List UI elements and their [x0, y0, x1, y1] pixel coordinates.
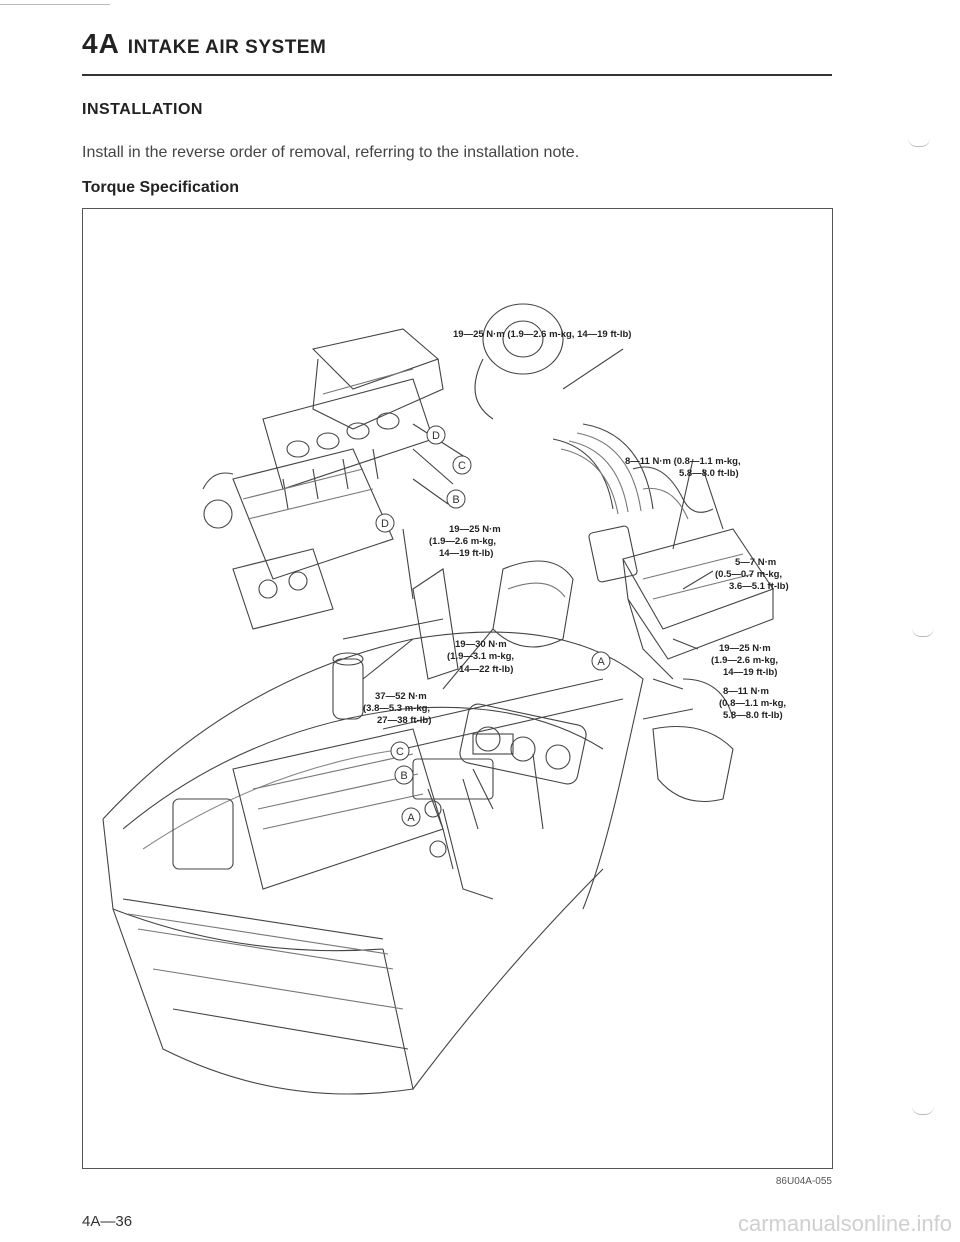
chapter-title: INTAKE AIR SYSTEM	[127, 37, 327, 58]
torque-callout-resonator: 8—11 N·m	[723, 686, 769, 697]
torque-callout-bracket-ftlb: 14—22 ft-lb)	[459, 664, 514, 675]
torque-spec-figure: 19—25 N·m (1.9—2.6 m-kg, 14—19 ft-lb) 8—…	[82, 208, 833, 1169]
chapter-number: 4A	[82, 28, 120, 59]
margin-binding-mark	[908, 138, 930, 147]
torque-callout-duct-mkg: (1.9—2.6 m-kg,	[711, 655, 779, 666]
section-title: INSTALLATION	[82, 101, 203, 118]
top-edge-rule	[0, 4, 110, 5]
margin-binding-mark	[912, 628, 934, 637]
page-number: 4A—36	[82, 1213, 133, 1230]
watermark: carmanualsonline.info	[737, 1211, 952, 1236]
body-text: Install in the reverse order of removal,…	[82, 144, 580, 161]
torque-callout-air-cleaner: 5—7 N·m	[735, 557, 777, 568]
torque-callout-manifold-ftlb: 14—19 ft-lb)	[439, 548, 494, 559]
torque-callout-resonator-ftlb: 5.8—8.0 ft-lb)	[723, 710, 783, 721]
header-rule	[82, 74, 832, 76]
torque-callout-lower-bracket: 37—52 N·m	[375, 691, 427, 702]
torque-callout-bracket: 19—30 N·m	[455, 639, 507, 650]
torque-callout-duct-ftlb: 14—19 ft-lb)	[723, 667, 778, 678]
torque-callout-throttle-body: 19—25 N·m (1.9—2.6 m-kg, 14—19 ft-lb)	[453, 329, 632, 340]
torque-callout-manifold: 19—25 N·m	[449, 524, 501, 535]
torque-callout-air-flow-meter: 8—11 N·m (0.8—1.1 m-kg,	[625, 456, 741, 467]
margin-binding-mark	[912, 1106, 934, 1115]
torque-callout-resonator-mkg: (0.8—1.1 m-kg,	[719, 698, 787, 709]
engine-bay-illustration	[102, 303, 774, 1095]
torque-callout-bracket-mkg: (1.9—3.1 m-kg,	[447, 651, 515, 662]
torque-callout-air-cleaner-mkg: (0.5—0.7 m-kg,	[715, 569, 783, 580]
torque-callout-manifold-mkg: (1.9—2.6 m-kg,	[429, 536, 497, 547]
chapter-heading: 4A INTAKE AIR SYSTEM	[82, 28, 326, 60]
torque-callout-duct: 19—25 N·m	[719, 643, 771, 654]
torque-callout-air-flow-meter-ftlb: 5.8—8.0 ft-lb)	[679, 468, 739, 479]
torque-callout-lower-bracket-mkg: (3.8—5.3 m-kg,	[363, 703, 431, 714]
torque-callout-air-cleaner-ftlb: 3.6—5.1 ft-lb)	[729, 581, 789, 592]
torque-callout-lower-bracket-ftlb: 27—38 ft-lb)	[377, 715, 432, 726]
subheading: Torque Specification	[82, 179, 240, 196]
figure-code: 86U04A-055	[775, 1176, 832, 1187]
